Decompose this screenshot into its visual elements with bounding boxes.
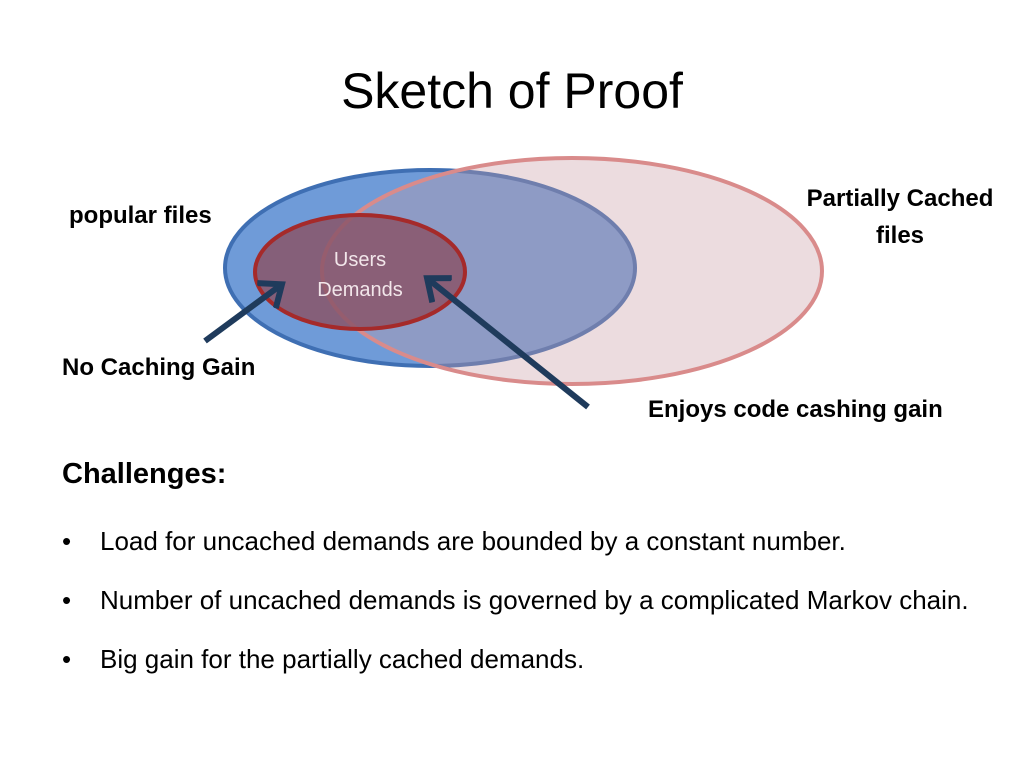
partially-cached-label: Partially Cached files	[790, 180, 1010, 254]
partially-cached-label-line2: files	[875, 222, 925, 249]
partially-cached-label-line1: Partially Cached	[806, 185, 994, 212]
bullet-icon: •	[62, 585, 72, 615]
code-caching-gain-label: Enjoys code cashing gain	[648, 396, 943, 423]
popular-files-label: popular files	[69, 202, 212, 229]
bullet-text: Number of uncached demands is governed b…	[100, 585, 969, 615]
list-item: • Number of uncached demands is governed…	[62, 571, 992, 630]
venn-diagram: Users Demands	[203, 156, 824, 410]
list-item: • Load for uncached demands are bounded …	[62, 512, 992, 571]
bullet-icon: •	[62, 526, 72, 556]
bullet-icon: •	[62, 644, 72, 674]
users-demands-line1: Users	[334, 249, 386, 271]
users-demands-line2: Demands	[317, 279, 403, 301]
slide-title: Sketch of Proof	[341, 63, 683, 119]
gain-arrow	[428, 279, 590, 410]
list-item: • Big gain for the partially cached dema…	[62, 630, 992, 689]
bullet-text: Big gain for the partially cached demand…	[100, 644, 585, 674]
bullet-text: Load for uncached demands are bounded by…	[100, 526, 846, 556]
challenges-list: • Load for uncached demands are bounded …	[62, 512, 992, 689]
no-gain-arrow	[203, 285, 281, 344]
users-demands-ellipse	[253, 213, 467, 331]
challenges-heading: Challenges:	[62, 458, 227, 490]
no-caching-gain-label: No Caching Gain	[62, 354, 256, 381]
